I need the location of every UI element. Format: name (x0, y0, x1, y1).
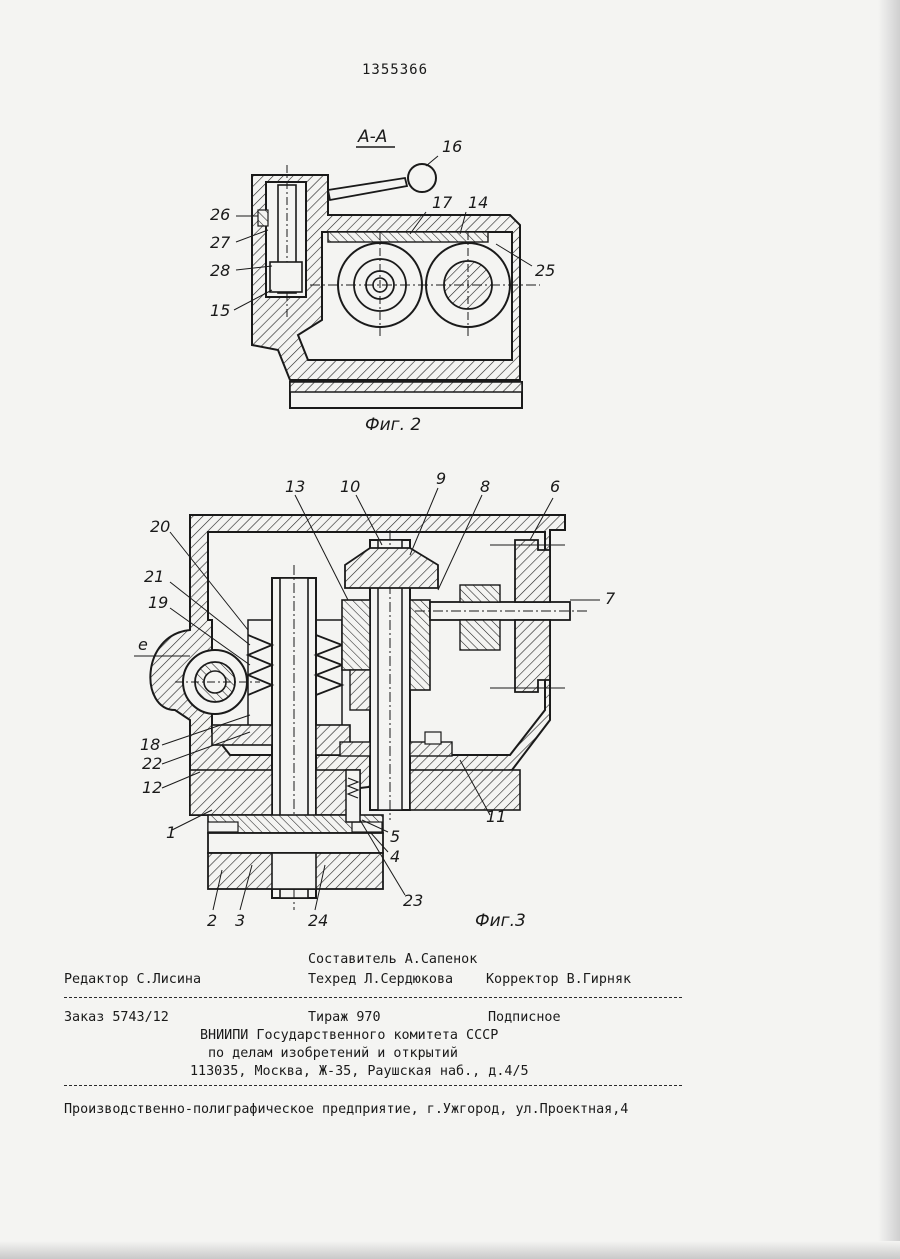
imprint-org-address: 113035, Москва, Ж-35, Раушская наб., д.4… (190, 1062, 529, 1081)
imprint-org-line1: ВНИИПИ Государственного комитета СССР (200, 1026, 498, 1045)
fig3-callout-8: 8 (480, 477, 490, 496)
scan-edge-bottom (0, 1241, 900, 1259)
imprint-org-line2: по делам изобретений и открытий (208, 1044, 458, 1063)
fig3-callout-e: е (138, 635, 148, 654)
imprint-corrector: Корректор В.Гирняк (486, 970, 631, 989)
fig2-callout-15: 15 (210, 301, 230, 320)
fig2-callout-16: 16 (442, 137, 462, 156)
fig3-callout-6: 6 (550, 477, 560, 496)
imprint-techred: Техред Л.Сердюкова (308, 970, 453, 989)
fig2-section-label: А-А (357, 127, 387, 147)
fig3-callout-1: 1 (166, 823, 176, 842)
fig3-callout-24: 24 (308, 911, 328, 930)
fig3-callout-23: 23 (403, 891, 423, 910)
fig3-callout-19: 19 (148, 593, 168, 612)
fig3-callout-18: 18 (140, 735, 160, 754)
imprint-print-run: Тираж 970 (308, 1008, 381, 1027)
fig3-callout-9: 9 (436, 469, 446, 488)
fig3-callout-20: 20 (150, 517, 170, 536)
fig2-callout-14: 14 (468, 193, 488, 212)
fig2-callout-26: 26 (210, 205, 230, 224)
imprint-order: Заказ 5743/12 (64, 1008, 169, 1027)
scan-edge-right (878, 0, 900, 1259)
fig3-caption: Фиг.3 (475, 911, 526, 931)
fig3-callout-3: 3 (235, 911, 245, 930)
fig3-callout-22: 22 (142, 754, 162, 773)
fig3-callout-13: 13 (285, 477, 305, 496)
imprint-block: Составитель А.Сапенок Редактор С.Лисина … (60, 950, 710, 1235)
fig3-callout-21: 21 (144, 567, 164, 586)
imprint-divider-1 (64, 997, 682, 998)
patent-number: 1355366 (362, 62, 428, 78)
fig3-callout-10: 10 (340, 477, 360, 496)
fig2-callout-25: 25 (535, 261, 555, 280)
fig3-callout-7: 7 (605, 589, 616, 608)
imprint-editor: Редактор С.Лисина (64, 970, 201, 989)
fig3-callout-4: 4 (390, 847, 400, 866)
fig3-callout-12: 12 (142, 778, 162, 797)
fig2-callout-28: 28 (210, 261, 230, 280)
figure-2-drawing: А-А (200, 120, 560, 440)
imprint-compiler: Составитель А.Сапенок (308, 950, 477, 969)
fig3-callout-2: 2 (207, 911, 217, 930)
fig2-caption: Фиг. 2 (365, 415, 421, 435)
figure-3-drawing: 13 10 9 8 6 20 21 19 7 е 18 22 12 11 1 5… (120, 470, 640, 935)
imprint-divider-2 (64, 1085, 682, 1086)
imprint-printer: Производственно-полиграфическое предприя… (64, 1100, 628, 1119)
fig2-callout-27: 27 (210, 233, 231, 252)
fig3-callout-5: 5 (390, 827, 400, 846)
fig2-callout-17: 17 (432, 193, 453, 212)
fig3-callout-11: 11 (486, 807, 506, 826)
imprint-subscription: Подписное (488, 1008, 561, 1027)
